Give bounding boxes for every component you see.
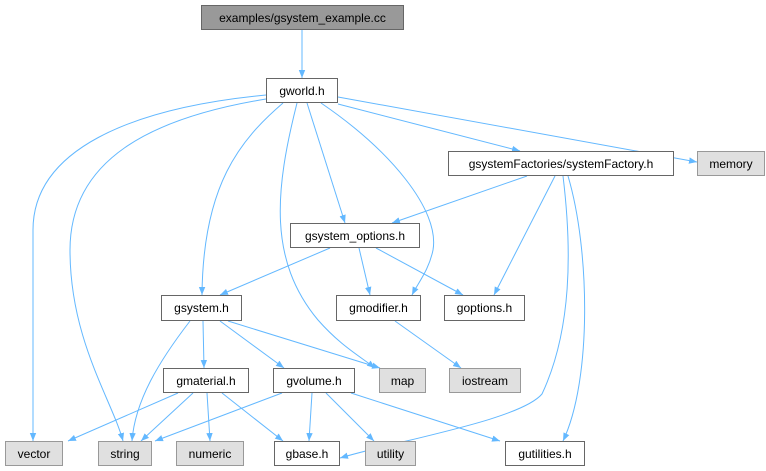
edge-gworld-to-map <box>279 102 376 369</box>
edge-gvolume-to-utility <box>325 392 375 442</box>
edge-gworld-to-gmodifier <box>320 102 435 296</box>
edge-gmaterial-to-gbase <box>221 392 284 442</box>
edge-gvolume-to-string <box>154 392 283 442</box>
node-utility[interactable]: utility <box>365 441 416 466</box>
edge-gworld-to-string <box>69 98 267 442</box>
node-numeric[interactable]: numeric <box>176 441 244 466</box>
node-vector[interactable]: vector <box>5 441 63 466</box>
node-memory[interactable]: memory <box>697 151 765 176</box>
node-systemFactory[interactable]: gsystemFactories/systemFactory.h <box>448 151 674 176</box>
edge-gsystem-to-map <box>227 320 381 369</box>
node-gbase[interactable]: gbase.h <box>274 441 340 466</box>
node-gsystem-options[interactable]: gsystem_options.h <box>290 223 420 248</box>
node-gmodifier[interactable]: gmodifier.h <box>336 295 421 321</box>
node-iostream[interactable]: iostream <box>449 368 521 393</box>
edge-gworld-to-vector <box>29 94 267 441</box>
node-gvolume[interactable]: gvolume.h <box>273 368 355 393</box>
edge-gsystem_options-to-gmodifier <box>358 247 372 296</box>
edge-gsystem-to-gvolume <box>219 320 285 369</box>
edge-gsystem_options-to-goptions <box>375 247 464 296</box>
edge-systemFactory-to-gutilities <box>562 175 586 442</box>
edge-systemFactory-to-gsystem_options <box>391 175 528 224</box>
node-gutilities[interactable]: gutilities.h <box>505 441 585 466</box>
edge-systemFactory-to-goptions <box>493 175 556 296</box>
edge-gworld-to-systemFactory <box>337 103 521 153</box>
edge-gmaterial-to-numeric <box>206 392 213 442</box>
node-gmaterial[interactable]: gmaterial.h <box>163 368 249 393</box>
edge-gsystem_options-to-gsystem <box>219 247 331 296</box>
edge-gsystem-to-string <box>129 320 191 442</box>
node-goptions[interactable]: goptions.h <box>444 295 525 321</box>
edge-gsystem-to-gmaterial <box>200 320 208 369</box>
node-examples[interactable]: examples/gsystem_example.cc <box>201 5 404 30</box>
edge-gmaterial-to-string <box>140 392 194 442</box>
edge-gvolume-to-gutilities <box>350 392 501 442</box>
edge-gworld-to-gsystem <box>198 102 284 296</box>
edge-gmodifier-to-iostream <box>394 320 462 369</box>
node-string[interactable]: string <box>98 441 152 466</box>
edge-gworld-to-gsystem_options <box>306 102 346 224</box>
edge-gvolume-to-gbase <box>306 392 313 442</box>
edge-systemFactory-to-gbase <box>339 175 569 459</box>
node-gworld[interactable]: gworld.h <box>266 78 338 103</box>
node-gsystem[interactable]: gsystem.h <box>161 295 242 321</box>
node-map[interactable]: map <box>379 368 426 393</box>
edge-gmaterial-to-vector <box>67 392 179 442</box>
